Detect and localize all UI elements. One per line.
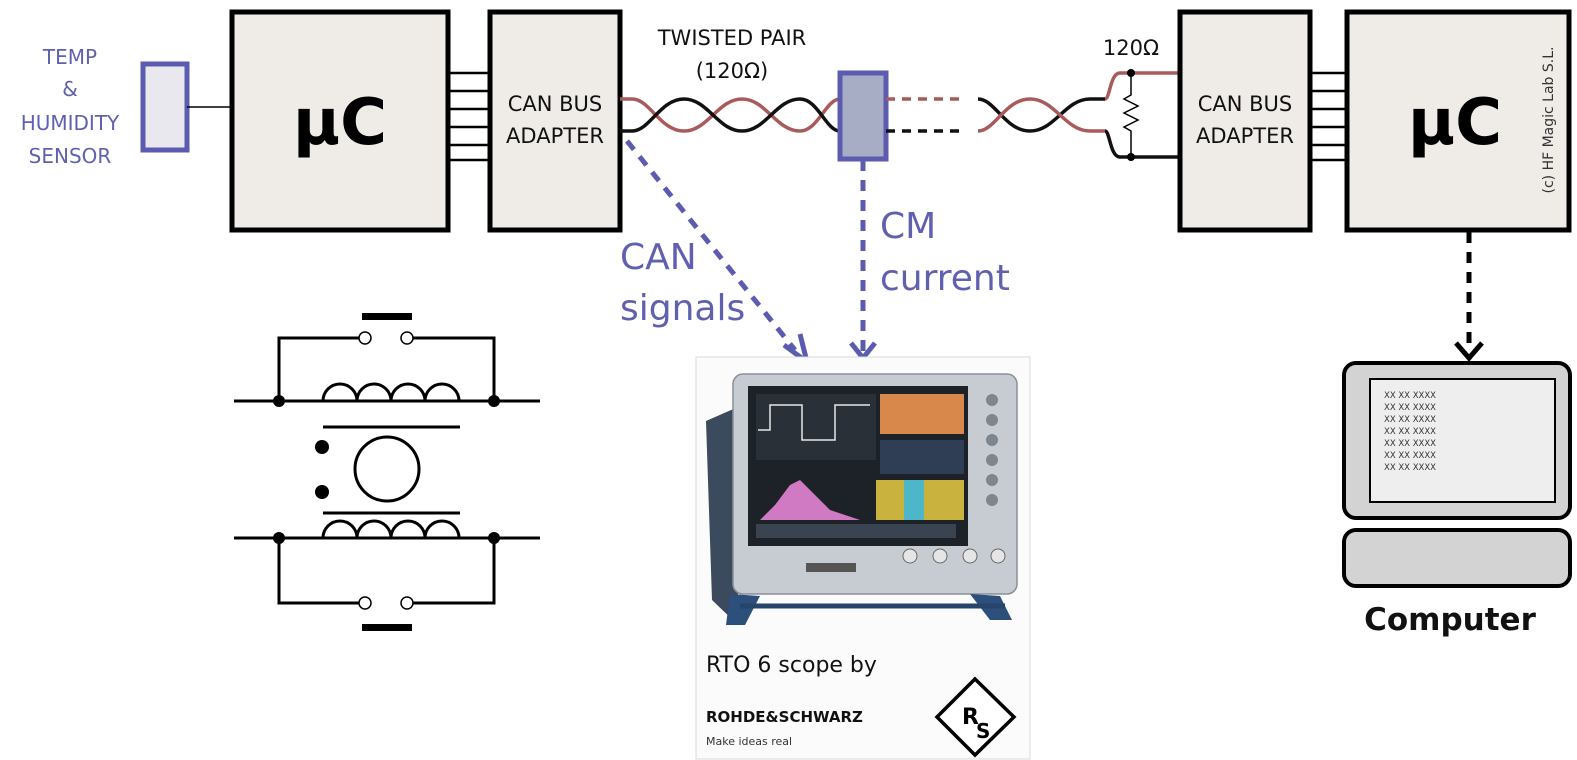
scope-tagline: Make ideas real xyxy=(706,735,792,748)
twisted-pair-label-line2: (120Ω) xyxy=(696,59,769,83)
svg-text:XX XX XXXX: XX XX XXXX xyxy=(1384,391,1436,401)
svg-text:SENSOR: SENSOR xyxy=(29,144,112,168)
can-adapter-left-line1: CAN BUS xyxy=(508,92,603,116)
scope-caption: RTO 6 scope by xyxy=(706,653,877,678)
termination-label: 120Ω xyxy=(1103,36,1159,60)
computer-keyboard xyxy=(1342,528,1572,588)
can-adapter-right-box xyxy=(1177,9,1313,233)
computer-screen-text: XX XX XXXX XX XX XXXX XX XX XXXX XX XX X… xyxy=(1384,391,1436,473)
svg-text:&: & xyxy=(62,77,78,101)
svg-text:R: R xyxy=(962,705,979,730)
cm-current-label-line2: current xyxy=(880,258,1010,299)
mcu-left-label: µC xyxy=(293,86,387,160)
svg-text:XX XX XXXX: XX XX XXXX xyxy=(1384,463,1436,473)
scope-brand: ROHDE&SCHWARZ xyxy=(706,708,863,726)
svg-text:TEMP: TEMP xyxy=(42,45,97,69)
rohde-schwarz-logo: R S xyxy=(934,676,1017,758)
can-signals-label-line2: signals xyxy=(620,288,745,329)
can-adapter-left-box xyxy=(487,9,623,233)
can-adapter-right-line1: CAN BUS xyxy=(1198,92,1293,116)
svg-text:XX XX XXXX: XX XX XXXX xyxy=(1384,403,1436,413)
computer-monitor xyxy=(1342,361,1572,520)
computer-label: Computer xyxy=(1364,602,1536,638)
sensor-box xyxy=(140,61,190,153)
svg-text:XX XX XXXX: XX XX XXXX xyxy=(1384,415,1436,425)
termination-resistor xyxy=(1122,69,1140,161)
can-adapter-left-line2: ADAPTER xyxy=(506,124,604,148)
mcu-right-label: µC xyxy=(1408,86,1502,160)
common-mode-choke-symbol xyxy=(234,313,540,631)
cm-current-label-line1: CM xyxy=(880,206,936,247)
twisted-pair-right xyxy=(977,71,1180,159)
mcu-left-bus xyxy=(448,71,490,162)
cm-current-probe xyxy=(837,70,889,162)
sensor-label: TEMP & HUMIDITY SENSOR xyxy=(21,45,120,168)
mcu-right-box xyxy=(1344,9,1572,233)
twisted-pair-label-line1: TWISTED PAIR xyxy=(657,26,807,50)
computer-arrow xyxy=(1454,232,1484,362)
can-signals-label-line1: CAN xyxy=(620,237,697,278)
twisted-pair-left xyxy=(620,97,841,133)
svg-text:XX XX XXXX: XX XX XXXX xyxy=(1384,439,1436,449)
can-adapter-right-line2: ADAPTER xyxy=(1196,124,1294,148)
mcu-left-box xyxy=(229,9,451,233)
oscilloscope-card xyxy=(695,356,1031,760)
mcu-right-bus xyxy=(1310,71,1347,162)
svg-text:HUMIDITY: HUMIDITY xyxy=(21,111,120,135)
svg-text:XX XX XXXX: XX XX XXXX xyxy=(1384,451,1436,461)
svg-text:XX XX XXXX: XX XX XXXX xyxy=(1384,427,1436,437)
copyright-text: (c) HF Magic Lab S.L. xyxy=(1541,47,1557,194)
svg-text:S: S xyxy=(976,719,990,743)
cm-current-arrow xyxy=(849,160,877,363)
